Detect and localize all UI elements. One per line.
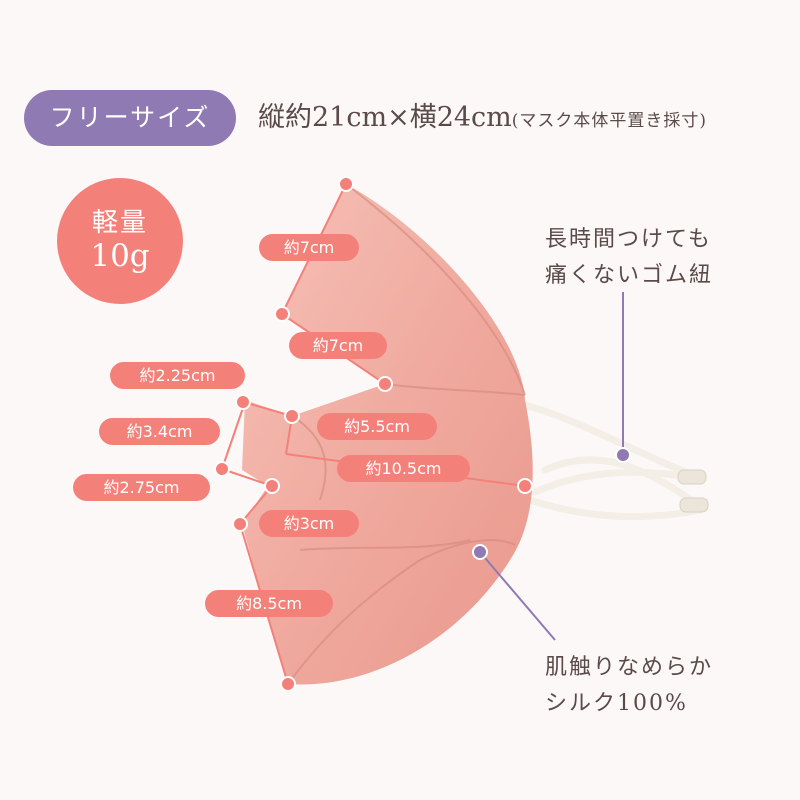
- measure-label-notch-top: 約2.25cm: [110, 362, 245, 389]
- measure-label-upper-diagonal: 約7cm: [289, 332, 387, 359]
- measure-label-nose-width: 約5.5cm: [317, 413, 437, 440]
- weight-badge: 軽量 10g: [57, 178, 183, 304]
- dimensions-note: (マスク本体平置き採寸): [511, 111, 708, 131]
- fabric-note-line1: 肌触りなめらか: [545, 655, 714, 680]
- measure-label-notch-bottom: 約2.75cm: [73, 474, 210, 501]
- measure-label-notch-depth: 約3.4cm: [99, 418, 220, 445]
- elastic-ear-loop: [521, 401, 704, 521]
- callout-fabric: [472, 544, 556, 641]
- size-badge: フリーサイズ: [24, 90, 236, 146]
- fabric-note: 肌触りなめらか シルク100%: [545, 650, 713, 722]
- measure-points: [214, 176, 533, 692]
- measure-label-bottom-edge: 約8.5cm: [205, 590, 333, 617]
- ear-loop-note: 長時間つけても 痛くないゴム紐: [545, 222, 713, 294]
- ear-loop-note-line2: 痛くないゴム紐: [545, 263, 714, 288]
- mask-seams: [287, 183, 526, 685]
- measure-label-center-width: 約10.5cm: [337, 455, 470, 482]
- fabric-note-line2: シルク100%: [545, 691, 688, 716]
- ear-loop-note-line1: 長時間つけても: [545, 227, 712, 252]
- dimensions-value: 縦約21cm×横24cm: [258, 102, 512, 133]
- callout-ear-loop: [615, 292, 631, 463]
- measure-label-top-edge: 約7cm: [259, 234, 359, 261]
- loop-adjuster: [677, 469, 709, 513]
- dimensions-text: 縦約21cm×横24cm(マスク本体平置き採寸): [258, 96, 707, 140]
- weight-label: 軽量: [91, 208, 148, 238]
- weight-value: 10g: [90, 238, 150, 274]
- measure-label-chin-step: 約3cm: [259, 510, 359, 537]
